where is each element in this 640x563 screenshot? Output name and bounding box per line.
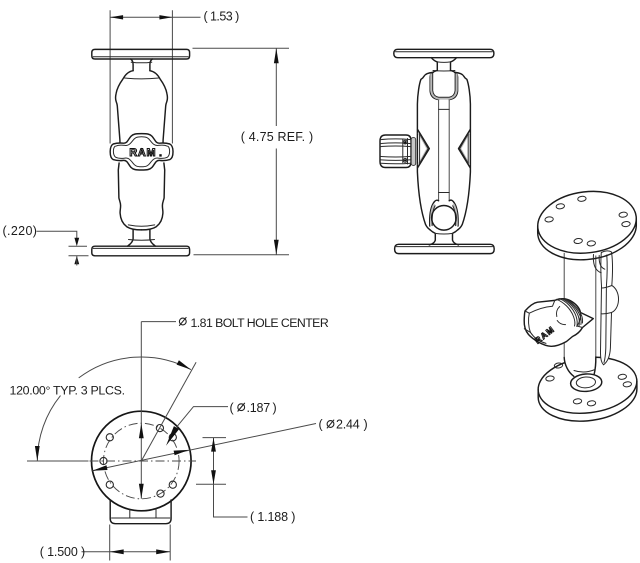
svg-text:1.81 BOLT HOLE CENTER: 1.81 BOLT HOLE CENTER	[191, 316, 329, 330]
svg-text:.187: .187	[247, 401, 271, 415]
svg-text:( 1.53 ): ( 1.53 )	[204, 10, 240, 24]
svg-text:RAM: RAM	[129, 147, 156, 159]
svg-text:(.220): (.220)	[3, 224, 38, 238]
svg-text:( 1.500 ): ( 1.500 )	[40, 545, 85, 559]
svg-text:): )	[364, 418, 368, 432]
svg-text:(: (	[230, 401, 235, 415]
svg-text:( 1.188 ): ( 1.188 )	[250, 510, 295, 524]
svg-text:( 4.75 REF. ): ( 4.75 REF. )	[241, 130, 313, 144]
svg-text:): )	[273, 401, 277, 415]
svg-text:2.44: 2.44	[336, 418, 360, 432]
svg-text:(: (	[319, 418, 324, 432]
svg-text:120.00° TYP. 3 PLCS.: 120.00° TYP. 3 PLCS.	[10, 383, 125, 397]
